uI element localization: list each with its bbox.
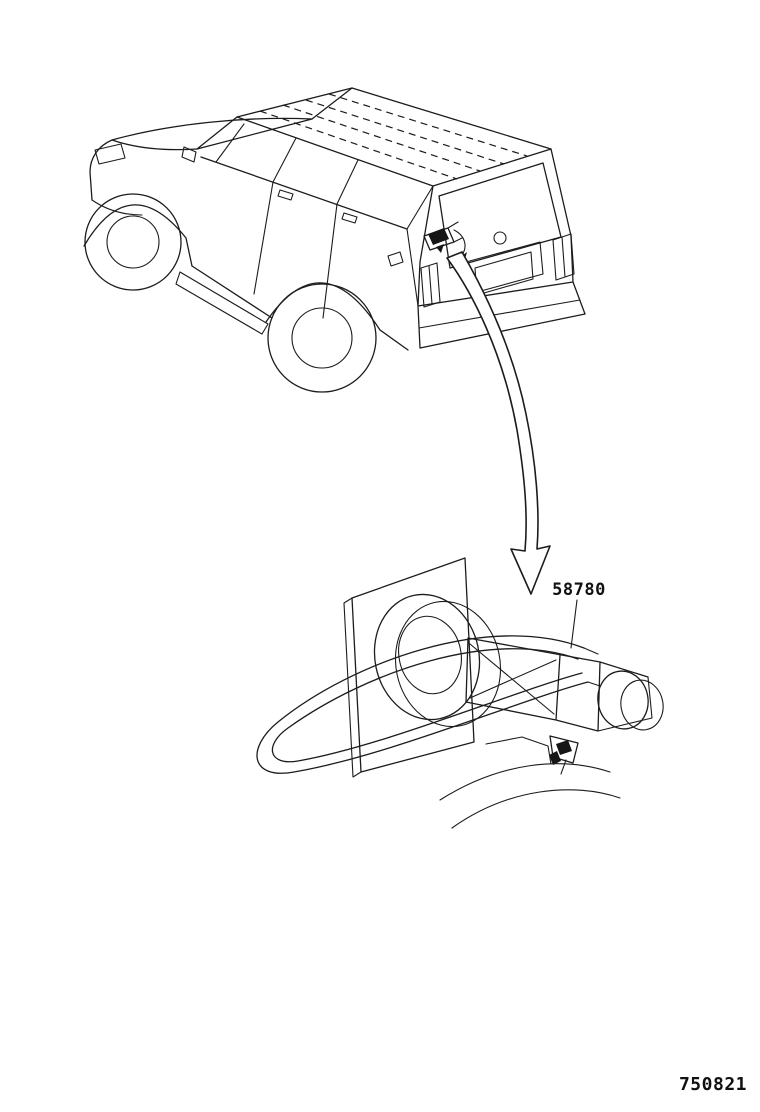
rear-face-edges: [417, 148, 574, 307]
tail-light-right: [552, 233, 575, 281]
panel-thickness-edge: [343, 597, 362, 778]
running-board: [175, 271, 269, 335]
floor-step-line: [485, 736, 552, 765]
component-arms: [447, 221, 463, 243]
mounting-panel: [351, 557, 475, 773]
front-wheel-rim: [106, 215, 160, 269]
headlight: [94, 143, 126, 165]
rear-wheel-tire: [267, 283, 377, 393]
hook-fill-lower: [549, 751, 561, 765]
rear-bumper-crease: [418, 299, 581, 329]
cable-loop-outer: [256, 635, 589, 774]
side-mirror: [181, 146, 197, 163]
hook-pin: [560, 759, 567, 775]
component-fill: [428, 228, 449, 245]
rear-hatch-component-icon: [423, 221, 467, 263]
roof-rib-lines: [259, 93, 528, 180]
hook-bracket: [549, 735, 579, 764]
front-wheel-tire: [84, 193, 182, 291]
rocker-line: [191, 265, 273, 319]
component-fill-small: [436, 244, 444, 253]
roof-outline: [236, 87, 552, 187]
drum-rear-rim: [394, 600, 502, 728]
cable-connectors: [583, 647, 601, 687]
down-arrow-icon: [446, 251, 551, 595]
carrier-roller-front: [597, 670, 649, 730]
arrow-body: [446, 251, 551, 595]
front-fascia: [89, 139, 113, 201]
drum-hub: [398, 615, 462, 695]
floor-sweep-lower: [451, 789, 621, 829]
quarter-panel-edge: [406, 228, 419, 307]
belt-line: [200, 156, 408, 230]
part-callout: 58780: [552, 580, 606, 649]
cable-loop-inner: [271, 648, 583, 763]
rear-wheel-arch: [265, 282, 409, 351]
brand-emblem: [493, 231, 507, 245]
door-cut-lines: [253, 181, 338, 319]
hook-fill-upper: [556, 740, 572, 755]
carrier-roller-end: [620, 679, 664, 731]
front-wheel-arch: [83, 204, 193, 267]
fuel-lid: [387, 251, 404, 267]
front-bumper-line: [91, 199, 143, 216]
floor-sweep-upper: [439, 763, 611, 801]
door-handles: [277, 189, 358, 224]
window-pillars: [215, 123, 434, 230]
rear-bumper: [417, 281, 586, 349]
part-detail-illustration: [256, 557, 664, 829]
leader-line: [570, 599, 578, 649]
rear-wheel-rim: [291, 307, 353, 369]
drum-front-rim: [373, 593, 481, 721]
tail-light-left: [420, 262, 441, 308]
hood-outline: [111, 117, 313, 151]
carrier-frame-rails: [465, 637, 649, 732]
figure-number: 750821: [679, 1074, 747, 1095]
vehicle-illustration: [83, 87, 586, 393]
carrier-frame-braces: [469, 643, 653, 732]
part-number-label: 58780: [552, 580, 606, 600]
